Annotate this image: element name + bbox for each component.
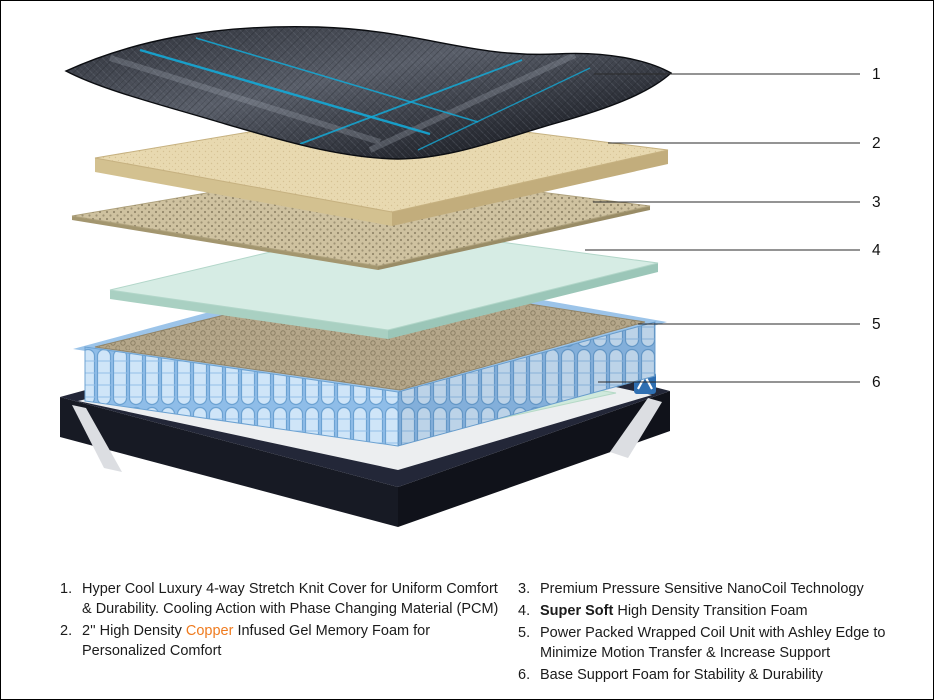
legend-item: 6. Base Support Foam for Stability & Dura… — [518, 665, 892, 685]
legend-item-text: Super Soft High Density Transition Foam — [540, 603, 808, 619]
legend-item-text: Hyper Cool Luxury 4-way Stretch Knit Cov… — [82, 581, 499, 617]
legend-item: 1. Hyper Cool Luxury 4-way Stretch Knit C… — [60, 579, 502, 619]
legend-item-number: 1. — [60, 581, 73, 597]
callout-number-2: 2 — [872, 135, 881, 152]
callout-number-5: 5 — [872, 316, 881, 333]
legend-column-right: 3. Premium Pressure Sensitive NanoCoil Te… — [518, 579, 892, 687]
cover-gray-stripes — [109, 52, 577, 153]
callout-number-6: 6 — [872, 374, 881, 391]
layer-1-knit-cover — [65, 25, 672, 160]
mattress-exploded-diagram: 1 2 3 4 5 6 — [60, 25, 881, 527]
base-accent-stripe-right — [610, 398, 662, 458]
legend-column-left: 1. Hyper Cool Luxury 4-way Stretch Knit C… — [60, 579, 502, 687]
callout-number-3: 3 — [872, 194, 881, 211]
callout-lines — [585, 73, 860, 383]
legend-item: 2. 2'' High Density Copper Infused Gel Me… — [60, 621, 502, 661]
layer-2-memory-foam — [94, 111, 669, 226]
callout-number-1: 1 — [872, 66, 881, 83]
legend-item-text: Base Support Foam for Stability & Durabi… — [540, 667, 823, 683]
legend-item-number: 2. — [60, 623, 73, 639]
legend-item: 5. Power Packed Wrapped Coil Unit with As… — [518, 623, 892, 663]
cover-cyan-stripes — [139, 37, 591, 151]
legend-item-number: 3. — [518, 581, 531, 597]
callout-numbers: 1 2 3 4 5 6 — [872, 66, 881, 391]
legend-item: 4. Super Soft High Density Transition Foa… — [518, 601, 892, 621]
callout-number-4: 4 — [872, 242, 881, 259]
legend-item-text: 2'' High Density Copper Infused Gel Memo… — [82, 623, 431, 659]
legend-item-text: Premium Pressure Sensitive NanoCoil Tech… — [540, 581, 864, 597]
legend-item-text: Power Packed Wrapped Coil Unit with Ashl… — [540, 625, 886, 661]
legend-item-number: 6. — [518, 667, 531, 683]
legend-item-number: 4. — [518, 603, 531, 619]
legend-item: 3. Premium Pressure Sensitive NanoCoil Te… — [518, 579, 892, 599]
legend-item-number: 5. — [518, 625, 531, 641]
legend: 1. Hyper Cool Luxury 4-way Stretch Knit C… — [60, 579, 892, 687]
base-accent-stripe-left — [72, 405, 122, 472]
